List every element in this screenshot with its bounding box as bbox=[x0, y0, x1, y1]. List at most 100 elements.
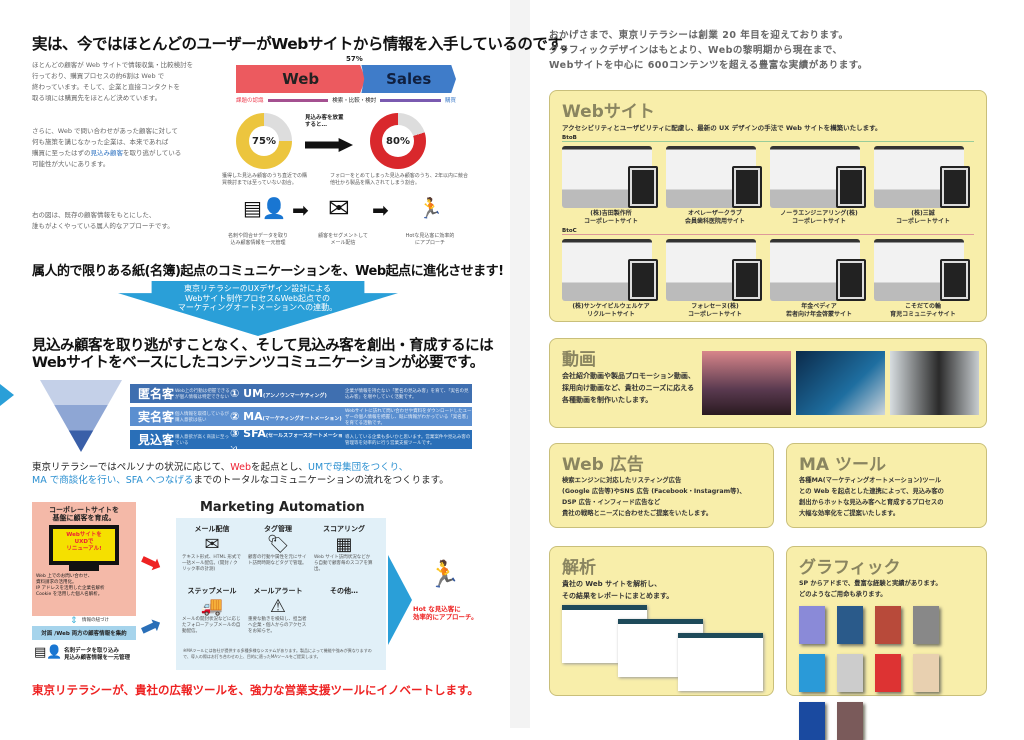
line: Web 上でのお問い合わせ、 bbox=[36, 574, 93, 579]
line: 終わっています。そして、企業と直接コンタクトを bbox=[32, 83, 181, 91]
line: グラフィックデザインはもとより、Webの黎明期から現在まで、 bbox=[549, 45, 843, 56]
summary-text: 東京リテラシーではペルソナの状況に応じて、Webを起点とし、UMで母集団をつくり… bbox=[32, 461, 449, 487]
page-gutter bbox=[510, 0, 530, 728]
stage-explain: 企業が情報を持たない「匿名の見込み客」を育て、「実名の見込み客」を増やしていく活… bbox=[345, 388, 469, 400]
stage-explain: Webサイトに訪れて問い合わせや資料をダウンロードしたユーザーの個人情報を把握し… bbox=[345, 408, 472, 426]
arrow-icon: ➡ bbox=[372, 198, 389, 222]
section-title: 解析 bbox=[562, 558, 596, 578]
stage-sub: (アンノウンマーケティング) bbox=[263, 393, 327, 399]
line: 大幅な効率化をご提案いたします。 bbox=[799, 510, 900, 517]
section-title: グラフィック bbox=[799, 558, 901, 578]
donut-label: 80% bbox=[382, 125, 414, 157]
portfolio-site[interactable]: こそだての輪育児コミュニティサイト bbox=[874, 239, 972, 319]
line: Webサイトを中心に 600コンテンツを超える豊富な実績があります。 bbox=[549, 60, 868, 71]
text: までのトータルなコミュニケーションの流れをつくります。 bbox=[193, 475, 449, 486]
alert-icon: ⚠ bbox=[269, 596, 287, 617]
stage-sub: (セールスフォースオートメーション) bbox=[230, 432, 343, 452]
client-name: (株)サンケイビルウェルケア bbox=[572, 303, 650, 310]
footer-tagline: 東京リテラシーが、貴社の広報ツールを、強力な営業支援ツールにイノベートします。 bbox=[32, 683, 479, 697]
tag-icon: 🏷 bbox=[266, 534, 290, 555]
ma-feature: メール配信✉テキスト形式、HTML 形式で一括メール配信。(開封 / クリック率… bbox=[182, 524, 242, 573]
highlight: 見込み顧客 bbox=[90, 149, 124, 157]
line: 名刺データを取り込み bbox=[64, 648, 120, 654]
device-mockup bbox=[666, 146, 762, 208]
line: どのようなご用命も承ります。 bbox=[799, 591, 887, 598]
line: さらに、Web で問い合わせがあった顧客に対して bbox=[32, 127, 178, 135]
client-name: (株)三誠 bbox=[911, 210, 935, 217]
print-cover-thumbnail bbox=[837, 654, 863, 692]
portfolio-site[interactable]: フォレセーヌ(株)コーポレートサイト bbox=[666, 239, 764, 319]
stage-step: ① UM bbox=[230, 387, 264, 400]
line: Webサイト制作プロセス&Web起点での bbox=[184, 293, 331, 303]
text: を起点とし、 bbox=[250, 462, 308, 473]
stage-sub: (マーケティングオートメーション) bbox=[262, 416, 342, 422]
portfolio-site[interactable]: 年金ペディア若者向け年金啓蒙サイト bbox=[770, 239, 868, 319]
truck-icon: 🚚 bbox=[200, 596, 224, 617]
line: 購買に至ったはずの bbox=[32, 149, 91, 157]
feature-caption: メールの開封状況などに応じたフォローアップメールの自動配信。 bbox=[182, 617, 241, 634]
video-thumbnail-interview[interactable] bbox=[890, 351, 979, 415]
portfolio-site[interactable]: (株)三誠コーポレートサイト bbox=[874, 146, 972, 226]
line: 検索エンジンに対応したリスティング広告 bbox=[562, 477, 682, 484]
print-cover-thumbnail bbox=[837, 702, 863, 740]
device-mockup bbox=[562, 239, 658, 301]
step: 課題の認識 bbox=[236, 98, 264, 104]
client-name: (株)吉田製作所 bbox=[590, 210, 632, 217]
line: 基盤に顧客を育成。 bbox=[52, 514, 116, 522]
print-cover-thumbnail bbox=[913, 606, 939, 644]
portfolio-site[interactable]: (株)サンケイビルウェルケアリクルートサイト bbox=[562, 239, 660, 319]
device-mockup bbox=[562, 146, 658, 208]
text: UMで母集団をつくり、 bbox=[308, 462, 409, 473]
site-type: コーポレートサイト bbox=[687, 311, 742, 318]
line: 創出からホットな見込み客へと育成するプロセスの bbox=[799, 499, 944, 506]
portfolio-site[interactable]: オペレーザークラブ会員歯科医院用サイト bbox=[666, 146, 764, 226]
updown-arrow-icon: ⇕ bbox=[70, 616, 78, 626]
device-mockup bbox=[770, 239, 866, 301]
section-title: Web 広告 bbox=[562, 455, 644, 475]
website-section: Webサイト アクセシビリティとユーザビリティに配慮し、最新の UX デザインの… bbox=[549, 90, 987, 322]
line: IP アドレスを活用した企業名解析 bbox=[36, 586, 105, 591]
business-card-icon: ▤👤 bbox=[34, 645, 63, 660]
web-share-label: 57% bbox=[346, 55, 363, 63]
line: 会社紹介動画や製品プロモーション動画、 bbox=[562, 372, 695, 380]
video-section: 動画 会社紹介動画や製品プロモーション動画、採用向け動画など、貴社のニーズに応え… bbox=[549, 338, 987, 428]
device-mockup bbox=[874, 146, 970, 208]
feature-caption: 顧客の行動や属性を元にサイト訪問時期などタグで管理。 bbox=[248, 555, 307, 566]
donut-caption: 獲得した見込み顧客のうち直近での購買検討までは至っていない割合。 bbox=[222, 173, 308, 186]
ma-feature: ステップメール🚚メールの開封状況などに応じたフォローアップメールの自動配信。 bbox=[182, 586, 242, 635]
line: Webサイトをベースにしたコンテンツコミュニケーションが必要です。 bbox=[32, 355, 484, 371]
portfolio-site[interactable]: ノーラエンジニアリング(株)コーポレートサイト bbox=[770, 146, 868, 226]
business-card-icon: ▤👤 bbox=[243, 196, 287, 220]
line: 効率的にアプローチ。 bbox=[413, 613, 478, 621]
site-type: 育児コミュニティサイト bbox=[890, 311, 956, 318]
flow-caption: Hotな見込客に効率的にアプローチ bbox=[405, 233, 455, 246]
donut-label: 75% bbox=[249, 126, 279, 156]
donut-75: 75% bbox=[236, 113, 292, 169]
hot-label: Hot な見込客に効率的にアプローチ。 bbox=[413, 605, 478, 621]
video-thumbnail-product[interactable] bbox=[796, 351, 885, 415]
stage-step: ② MA bbox=[230, 410, 263, 423]
video-thumbnail-fuji[interactable] bbox=[702, 351, 791, 415]
line: 何も施策を講じなかった企業は、本来であれば bbox=[32, 138, 169, 146]
section-title: MA ツール bbox=[799, 455, 886, 475]
feature-title: スコアリング bbox=[323, 525, 365, 533]
print-cover-thumbnail bbox=[837, 606, 863, 644]
ma-box bbox=[176, 518, 386, 670]
portfolio-site[interactable]: (株)吉田製作所コーポレートサイト bbox=[562, 146, 660, 226]
flow-caption: 名刺や問合せデータを取り込み顧客情報を一元管理 bbox=[228, 233, 289, 246]
site-type: コーポレートサイト bbox=[895, 218, 950, 225]
line: 東京リテラシーのUXデザイン設計による bbox=[184, 284, 331, 293]
line: おかげさまで、東京リテラシーは創業 20 年目を迎えております。 bbox=[549, 30, 849, 41]
line: リニューアル! bbox=[66, 546, 102, 552]
line: 行っており、購買プロセスの約6割は Web で bbox=[32, 72, 165, 80]
ma-feature: タグ管理🏷顧客の行動や属性を元にサイト訪問時期などタグで管理。 bbox=[248, 524, 308, 567]
site-type: コーポレートサイト bbox=[791, 218, 846, 225]
text: Web bbox=[230, 462, 251, 473]
scoring-icon: ▦ bbox=[335, 534, 353, 555]
evolution-heading: 属人的で限りある紙(名簿)起点のコミュニケーションを、Web起点に進化させます! bbox=[32, 264, 504, 279]
